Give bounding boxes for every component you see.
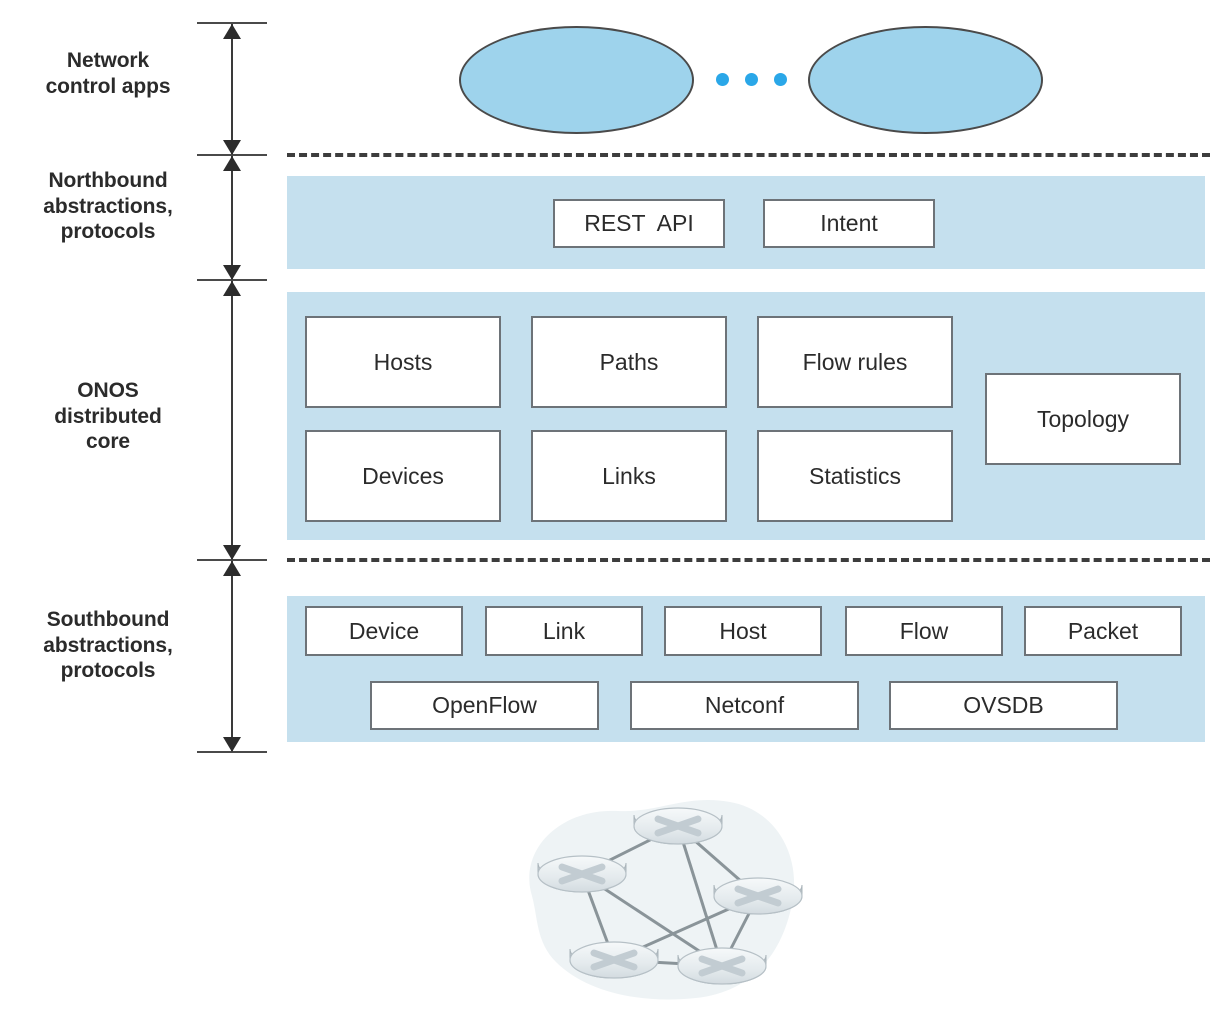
node-box-host[interactable]: Host — [664, 606, 822, 656]
ellipsis-dot-3 — [774, 73, 787, 86]
node-box-topology[interactable]: Topology — [985, 373, 1181, 465]
axis-segment-southbound — [231, 561, 233, 751]
apps-ellipsis — [716, 73, 787, 86]
axis-arrow-northbound-down — [223, 265, 241, 280]
router-icon-5 — [677, 947, 767, 985]
axis-arrow-southbound-down — [223, 737, 241, 752]
axis-segment-apps — [231, 24, 233, 154]
axis-tick-bottom — [197, 751, 267, 753]
router-icon-2 — [633, 807, 723, 845]
dashed-divider-core-southbound — [287, 558, 1210, 562]
axis-tick-core-southbound — [197, 559, 267, 561]
node-box-openflow[interactable]: OpenFlow — [370, 681, 599, 730]
app-ellipse-left[interactable] — [459, 26, 694, 134]
node-box-rest-api[interactable]: REST API — [553, 199, 725, 248]
node-box-netconf[interactable]: Netconf — [630, 681, 859, 730]
axis-tick-top — [197, 22, 267, 24]
node-box-flow[interactable]: Flow — [845, 606, 1003, 656]
axis-arrow-northbound-up — [223, 156, 241, 171]
axis-arrow-core-up — [223, 281, 241, 296]
axis-arrow-apps-up — [223, 24, 241, 39]
node-box-flow-rules[interactable]: Flow rules — [757, 316, 953, 408]
ellipsis-dot-1 — [716, 73, 729, 86]
node-box-device[interactable]: Device — [305, 606, 463, 656]
router-icon-4 — [569, 941, 659, 979]
dashed-divider-apps-northbound — [287, 153, 1210, 157]
node-box-devices[interactable]: Devices — [305, 430, 501, 522]
northbound-band — [287, 176, 1205, 269]
node-box-ovsdb[interactable]: OVSDB — [889, 681, 1118, 730]
router-icon-1 — [537, 855, 627, 893]
axis-segment-core — [231, 281, 233, 559]
node-box-hosts[interactable]: Hosts — [305, 316, 501, 408]
axis-tick-apps-northbound — [197, 154, 267, 156]
node-box-intent[interactable]: Intent — [763, 199, 935, 248]
ellipsis-dot-2 — [745, 73, 758, 86]
axis-arrow-core-down — [223, 545, 241, 560]
node-box-paths[interactable]: Paths — [531, 316, 727, 408]
node-box-link[interactable]: Link — [485, 606, 643, 656]
network-topology-illustration — [490, 778, 820, 1018]
node-box-packet[interactable]: Packet — [1024, 606, 1182, 656]
router-icon-3 — [713, 877, 803, 915]
axis-tick-northbound-core — [197, 279, 267, 281]
axis-arrow-apps-down — [223, 140, 241, 155]
network-link-2-5 — [676, 825, 724, 967]
axis-segment-northbound — [231, 156, 233, 279]
app-ellipse-right[interactable] — [808, 26, 1043, 134]
axis-arrow-southbound-up — [223, 561, 241, 576]
node-box-links[interactable]: Links — [531, 430, 727, 522]
node-box-statistics[interactable]: Statistics — [757, 430, 953, 522]
